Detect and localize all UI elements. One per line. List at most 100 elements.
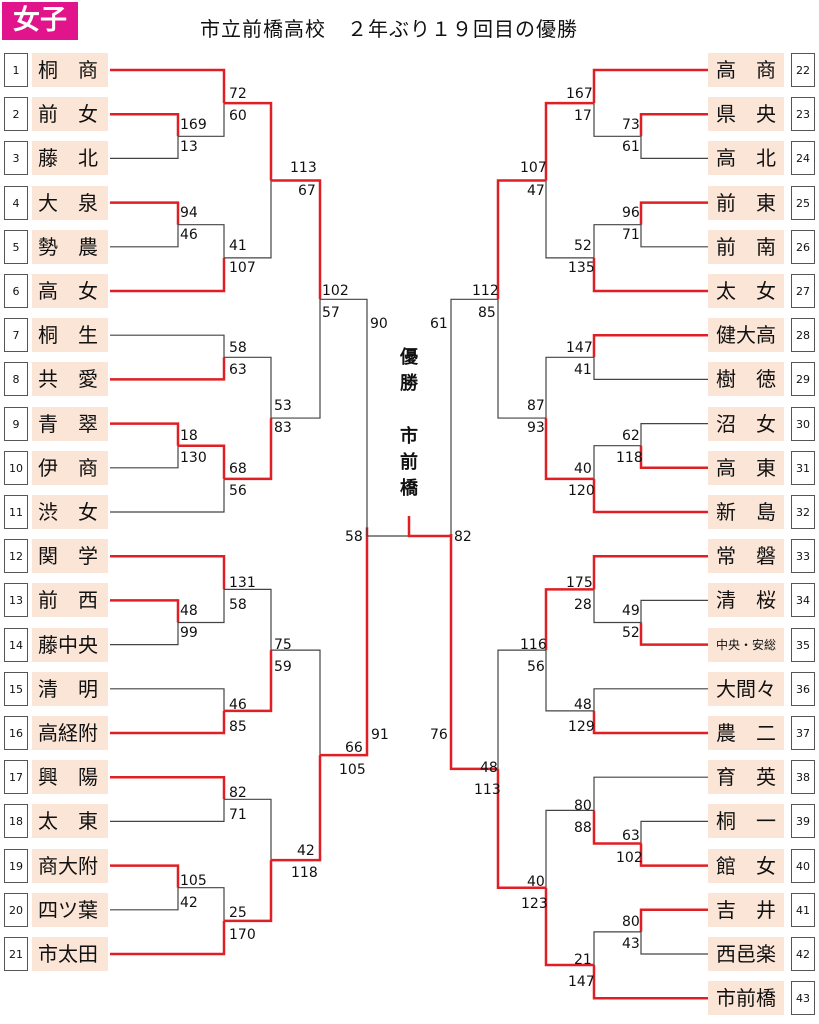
winner-path <box>224 101 273 181</box>
team-name: 桐 生 <box>32 318 108 353</box>
match-score: 131 <box>229 575 256 591</box>
winner-path <box>639 843 708 867</box>
match-score: 18 <box>180 428 198 444</box>
match-score: 71 <box>622 227 640 243</box>
match-score: 113 <box>290 160 317 176</box>
seed-number: 7 <box>4 318 28 353</box>
team-name: 太 東 <box>32 804 108 839</box>
winner-path <box>592 810 641 845</box>
match-score: 107 <box>229 260 256 276</box>
seed-number: 34 <box>791 583 815 618</box>
bracket-line <box>545 180 594 259</box>
winner-path <box>449 534 498 771</box>
winner-path <box>592 965 708 1000</box>
match-score: 102 <box>322 283 349 299</box>
winner-path <box>639 201 708 225</box>
team-name: 前 南 <box>708 229 784 264</box>
team-name: 新 島 <box>708 495 784 529</box>
match-score: 67 <box>298 183 316 199</box>
seed-number: 40 <box>791 848 815 883</box>
match-score: 91 <box>371 727 389 743</box>
seed-number: 36 <box>791 671 815 706</box>
match-score: 17 <box>574 108 592 124</box>
match-score: 41 <box>574 362 592 378</box>
page-title: 市立前橋高校 ２年ぶり１９回目の優勝 <box>200 17 578 41</box>
seed-number: 18 <box>4 804 28 839</box>
match-score: 57 <box>322 305 340 321</box>
champion-name-char-3: 橋 <box>400 478 418 499</box>
winner-path <box>110 775 226 800</box>
winner-path <box>110 599 180 623</box>
team-name: 樹 徳 <box>708 362 784 397</box>
match-score: 120 <box>568 483 595 499</box>
bracket-line <box>593 103 641 137</box>
match-score: 96 <box>622 205 640 221</box>
seed-number: 24 <box>791 141 815 176</box>
match-score: 85 <box>478 305 496 321</box>
team-name: 沼 女 <box>708 406 784 441</box>
team-name: 高経附 <box>32 716 108 750</box>
seed-number: 17 <box>4 760 28 795</box>
match-score: 48 <box>574 697 592 713</box>
bracket-line <box>640 224 708 248</box>
winner-path <box>271 179 322 300</box>
match-score: 56 <box>527 659 545 675</box>
match-score: 59 <box>274 659 292 675</box>
bracket-line <box>178 103 225 137</box>
team-name: 市太田 <box>32 937 108 971</box>
match-score: 123 <box>521 896 548 912</box>
bracket-line <box>640 423 708 446</box>
team-name: 桐 商 <box>32 53 108 87</box>
seed-number: 22 <box>791 53 815 87</box>
team-name: 高 北 <box>708 141 784 176</box>
team-name: 市前橋 <box>708 981 784 1016</box>
team-name: 興 陽 <box>32 760 108 795</box>
match-score: 107 <box>520 160 547 176</box>
winner-path <box>592 478 708 514</box>
match-score: 13 <box>180 139 198 155</box>
match-score: 80 <box>622 914 640 930</box>
seed-number: 25 <box>791 185 815 220</box>
winner-path <box>544 101 594 181</box>
bracket-line <box>366 527 409 537</box>
seed-number: 5 <box>4 229 28 264</box>
seed-number: 32 <box>791 495 815 529</box>
match-score: 116 <box>520 637 547 653</box>
winner-path <box>224 860 273 923</box>
match-score: 147 <box>566 340 593 356</box>
winner-path <box>544 588 594 651</box>
seed-number: 9 <box>4 406 28 441</box>
team-name: 伊 商 <box>32 450 108 485</box>
team-name: 太 女 <box>708 274 784 308</box>
match-score: 82 <box>229 785 247 801</box>
match-score: 129 <box>568 719 595 735</box>
match-score: 52 <box>574 238 592 254</box>
bracket-line <box>224 798 272 861</box>
match-score: 46 <box>180 227 198 243</box>
match-score: 113 <box>474 782 501 798</box>
team-name: 館 女 <box>708 848 784 883</box>
winner-path <box>224 650 273 713</box>
match-score: 48 <box>480 760 498 776</box>
winner-path <box>592 333 708 358</box>
team-name: 前 東 <box>708 185 784 220</box>
champion-heading-char-2: 勝 <box>400 373 418 394</box>
bracket-line <box>497 299 546 419</box>
winner-path <box>592 554 708 590</box>
match-score: 73 <box>622 117 640 133</box>
bracket-line <box>593 931 641 966</box>
winner-path <box>592 257 708 293</box>
match-score: 118 <box>616 450 643 466</box>
match-score: 175 <box>566 575 593 591</box>
winner-path <box>407 516 453 538</box>
match-score: 167 <box>566 86 593 102</box>
bracket-line <box>271 649 321 756</box>
match-score: 52 <box>622 625 640 641</box>
bracket-line <box>110 688 225 711</box>
match-score: 60 <box>229 108 247 124</box>
bracket-line <box>640 820 708 844</box>
winner-path <box>496 179 546 300</box>
match-score: 102 <box>616 850 643 866</box>
seed-number: 14 <box>4 627 28 662</box>
team-name: 藤 北 <box>32 141 108 176</box>
